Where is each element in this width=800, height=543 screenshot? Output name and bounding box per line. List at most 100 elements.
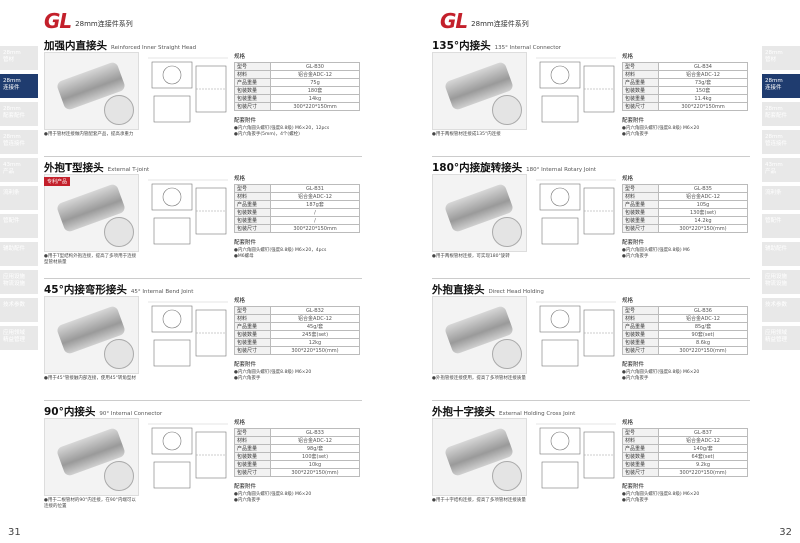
spec-value: 90套(set) <box>658 330 748 339</box>
section-divider <box>44 400 362 401</box>
product-description: ●用于二根管材的90°内连接，在90°内端可以连接的位置 <box>44 498 136 509</box>
sidebar-item[interactable]: 技术参数 <box>0 298 38 322</box>
spec-value: 铝合金ADC-12 <box>270 192 360 201</box>
sidebar-item[interactable]: 应用设施 物流设施 <box>762 270 800 294</box>
sidebar-item[interactable]: 辅助配件 <box>0 242 38 266</box>
section-divider <box>44 278 362 279</box>
sidebar-item[interactable]: 应用设施 物流设施 <box>0 270 38 294</box>
sidebar-item[interactable]: 28mm 管材 <box>762 46 800 70</box>
accessory-item: ●内六角扳手 <box>622 376 649 381</box>
accessory-item: ●内六角圆头螺钉(强度8.8级) M6×20 <box>234 370 312 375</box>
spec-row: 材料铝合金ADC-12 <box>234 70 360 79</box>
brand-header: GL 28mm连接件系列 <box>440 9 529 33</box>
spec-value: 300*220*150(mm) <box>658 346 748 355</box>
spec-key: 包装数量 <box>622 208 659 217</box>
spec-value: 铝合金ADC-12 <box>270 314 360 323</box>
spec-row: 材料铝合金ADC-12 <box>622 192 748 201</box>
spec-key: 包装数量 <box>234 86 271 95</box>
accessory-heading: 配套附件 <box>622 362 645 368</box>
spec-value: 180套 <box>270 86 360 95</box>
sidebar-item[interactable]: 管配件 <box>762 214 800 238</box>
accessory-heading: 配套附件 <box>622 240 645 246</box>
sidebar-item[interactable]: 28mm 管连接件 <box>0 130 38 154</box>
spec-value: GL-B32 <box>270 306 360 315</box>
spec-value: GL-B34 <box>658 62 748 71</box>
spec-row: 包装重量/ <box>234 216 360 225</box>
brand-header: GL 28mm连接件系列 <box>44 9 133 33</box>
patent-tag: 专利产品 <box>44 177 71 186</box>
section-divider <box>432 278 750 279</box>
sidebar-item[interactable]: 技术参数 <box>762 298 800 322</box>
accessory-item: ●内六角圆头螺钉(强度8.8级) M6×20，12pcs <box>234 126 330 131</box>
technical-drawing <box>536 423 616 489</box>
sidebar-item[interactable]: 流利条 <box>762 186 800 210</box>
sidebar-item[interactable]: 28mm 连接件 <box>0 74 38 98</box>
section-title-cn: 外抱直接头 <box>432 284 485 296</box>
spec-key: 包装重量 <box>622 460 659 469</box>
sidebar-item[interactable]: 28mm 连接件 <box>762 74 800 98</box>
sidebar-item[interactable]: 28mm 配套配件 <box>762 102 800 126</box>
spec-key: 包装数量 <box>622 452 659 461</box>
spec-value: GL-B36 <box>658 306 748 315</box>
sidebar-item[interactable]: 应用领域 精益管理 <box>0 326 38 350</box>
sidebar-item[interactable]: 43mm 产品 <box>0 158 38 182</box>
accessory-item: ●内六角扳手 <box>234 498 261 503</box>
sidebar-item[interactable]: 辅助配件 <box>762 242 800 266</box>
sidebar-item[interactable]: 28mm 管材 <box>0 46 38 70</box>
accessory-item: ●内六角扳手(5mm)，4个(螺栓) <box>234 132 300 137</box>
spec-key: 包装尺寸 <box>234 468 271 477</box>
product-description: ●用于十字结构连接，提高了多项管材连接质量 <box>432 498 526 503</box>
spec-value: 300*220*150(mm) <box>658 468 748 477</box>
spec-value: GL-B33 <box>270 428 360 437</box>
spec-key: 包装重量 <box>234 460 271 469</box>
spec-key: 材料 <box>622 70 659 79</box>
sidebar-item[interactable]: 43mm 产品 <box>762 158 800 182</box>
spec-row: 材料铝合金ADC-12 <box>234 314 360 323</box>
spec-key: 型号 <box>234 306 271 315</box>
accessory-item: ●内六角扳手 <box>622 254 649 259</box>
spec-value: 300*220*150(mm) <box>270 468 360 477</box>
section-title-cn: 45°内接弯形接头 <box>44 284 127 296</box>
spec-value: 45g/套 <box>270 322 360 331</box>
spec-key: 产品重量 <box>234 200 271 209</box>
spec-key: 包装尺寸 <box>622 224 659 233</box>
sidebar-item[interactable]: 28mm 配套配件 <box>0 102 38 126</box>
product-description: ●用于管材连接做内管配套产品，提高承重力 <box>44 132 134 137</box>
series-title: 28mm连接件系列 <box>471 20 529 28</box>
spec-value: GL-B35 <box>658 184 748 193</box>
sidebar-item[interactable]: 管配件 <box>0 214 38 238</box>
right-sidebar: 28mm 管材 28mm 连接件 28mm 配套配件 28mm 管连接件 43mm 产品… <box>762 46 800 354</box>
accessory-item: ●内六角扳手 <box>234 376 261 381</box>
spec-key: 产品重量 <box>234 78 271 87</box>
spec-value: 9.2kg <box>658 460 748 469</box>
sidebar-item[interactable]: 流利条 <box>0 186 38 210</box>
spec-key: 材料 <box>234 314 271 323</box>
spec-key: 型号 <box>234 62 271 71</box>
spec-key: 材料 <box>622 192 659 201</box>
section-title-en: 45° Internal Bend Joint <box>130 289 194 295</box>
accessory-block: 配套附件●内六角圆头螺钉(强度8.8级) M6×20，12pcs●内六角扳手(5… <box>234 116 360 138</box>
detail-zoom <box>104 217 134 247</box>
section-title-cn: 90°内接头 <box>44 406 96 418</box>
sidebar-item[interactable]: 应用领域 精益管理 <box>762 326 800 350</box>
sidebar-item[interactable]: 28mm 管连接件 <box>762 130 800 154</box>
